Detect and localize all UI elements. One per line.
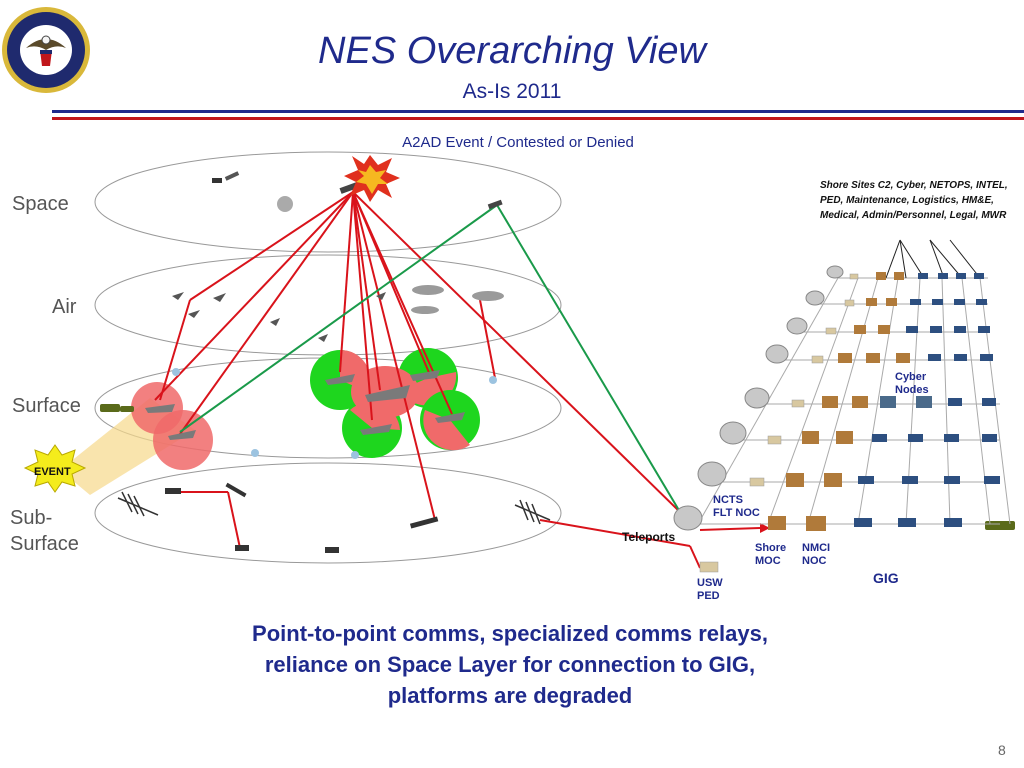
page-number: 8 [998, 742, 1006, 758]
space-layer-label: Space [12, 193, 69, 215]
air-layer-label: Air [52, 296, 77, 318]
space-layer-ellipse [94, 151, 562, 253]
green-link [496, 204, 681, 513]
ncts-line1: NCTS [713, 494, 743, 506]
usw-line2: PED [697, 590, 720, 602]
satellite-icon [277, 196, 293, 212]
aircraft-icon [411, 285, 504, 314]
subsurface-layer-ellipse [94, 462, 562, 564]
gig-label: GIG [873, 570, 899, 586]
satellite-icon [487, 199, 503, 210]
summary-line3: platforms are degraded [387, 683, 633, 708]
satellite-icon [339, 182, 359, 194]
facility-photo-icon [768, 272, 910, 531]
event-burst-label: EVENT [34, 466, 71, 478]
header-rule-blue [52, 110, 1024, 113]
summary-line1: Point-to-point comms, specialized comms … [252, 621, 768, 646]
summary-text: Point-to-point comms, specialized comms … [180, 618, 840, 711]
sonar-array-icon [117, 491, 551, 525]
shore-connector-lines [885, 239, 981, 279]
arrow-head [760, 523, 770, 533]
cyber-nodes-line1: Cyber [895, 371, 927, 383]
submarine-icon [165, 482, 439, 553]
shore-moc-line2: MOC [755, 555, 781, 567]
teleports-label: Teleports [622, 530, 676, 544]
summary-line2: reliance on Space Layer for connection t… [264, 652, 756, 677]
degraded-zone [153, 410, 213, 470]
air-layer-ellipse [94, 254, 562, 356]
shore-sites-label: Shore Sites C2, Cyber, NETOPS, INTEL, PE… [820, 180, 1008, 221]
surface-layer-label: Surface [12, 395, 81, 417]
small-node-icon [699, 273, 859, 573]
satellite-dish-icon [673, 265, 844, 531]
tank-icon [100, 404, 1015, 530]
cyber-nodes-line2: Nodes [895, 384, 929, 396]
page-title: NES Overarching View [318, 30, 706, 72]
satellite-icon [212, 171, 240, 183]
nmci-line1: NMCI [802, 542, 831, 554]
ncts-line2: FLT NOC [713, 507, 760, 519]
building-icon [854, 273, 1000, 527]
event-caption: A2AD Event / Contested or Denied [402, 134, 634, 151]
buoy-icon [172, 368, 497, 459]
usw-line1: USW [697, 577, 723, 589]
nmci-line2: NOC [802, 555, 827, 567]
page-subtitle: As-Is 2011 [462, 80, 562, 103]
header-rule-red [52, 117, 1024, 120]
event-burst-icon [23, 444, 87, 493]
shore-moc-line1: Shore [755, 542, 787, 554]
subsurface-label-line1: Sub- [10, 507, 53, 529]
subsurface-label-line2: Surface [10, 533, 79, 555]
green-link [179, 204, 498, 433]
subsurface-layer-label: Sub- Surface [10, 505, 79, 557]
ship-icon [145, 370, 465, 440]
aircraft-icon [172, 292, 386, 342]
navy-seal-logo [2, 7, 90, 93]
red-links [154, 191, 761, 569]
cyber-node-icon [880, 396, 932, 408]
